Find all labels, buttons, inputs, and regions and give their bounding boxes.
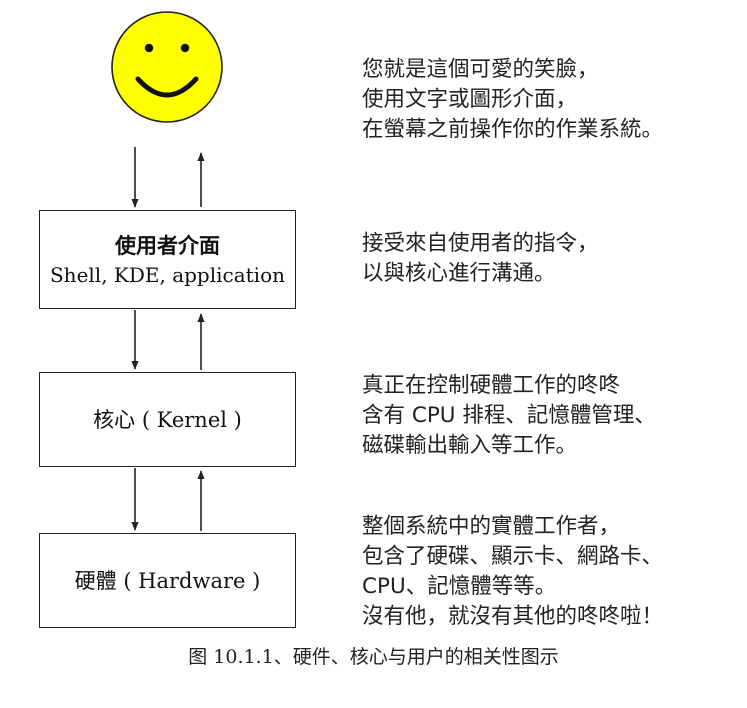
- description-line: 接受來自使用者的指令，: [362, 231, 599, 256]
- smiley-face-icon: [111, 11, 223, 123]
- user-interface-description: 接受來自使用者的指令， 以與核心進行溝通。: [362, 229, 599, 289]
- user-interface-title: 使用者介面: [115, 233, 220, 258]
- hardware-label: 硬體 ( Hardware ): [74, 568, 261, 593]
- description-line: 您就是這個可愛的笑臉，: [362, 57, 599, 82]
- user-interface-box: 使用者介面 Shell, KDE, application: [39, 210, 296, 309]
- description-line: 使用文字或圖形介面，: [362, 87, 578, 112]
- kernel-box: 核心 ( Kernel ): [39, 372, 296, 467]
- description-line: CPU、記憶體等等。: [362, 574, 557, 599]
- description-line: 真正在控制硬體工作的咚咚: [362, 373, 621, 398]
- kernel-label: 核心 ( Kernel ): [93, 407, 242, 432]
- description-line: 在螢幕之前操作你的作業系統。: [362, 117, 664, 142]
- user-interface-subtitle: Shell, KDE, application: [49, 262, 286, 287]
- description-line: 含有 CPU 排程、記憶體管理、: [362, 403, 656, 428]
- kernel-description: 真正在控制硬體工作的咚咚 含有 CPU 排程、記憶體管理、 磁碟輸出輸入等工作。: [362, 371, 656, 461]
- description-line: 以與核心進行溝通。: [362, 261, 556, 286]
- user-description: 您就是這個可愛的笑臉， 使用文字或圖形介面， 在螢幕之前操作你的作業系統。: [362, 55, 663, 145]
- description-line: 整個系統中的實體工作者，: [362, 514, 621, 539]
- description-line: 磁碟輸出輸入等工作。: [362, 433, 578, 458]
- description-line: 包含了硬碟、顯示卡、網路卡、: [362, 544, 664, 569]
- layer-diagram: [111, 11, 223, 531]
- hardware-box: 硬體 ( Hardware ): [39, 533, 296, 628]
- description-line: 沒有他，就沒有其他的咚咚啦！: [362, 604, 664, 629]
- hardware-description: 整個系統中的實體工作者， 包含了硬碟、顯示卡、網路卡、 CPU、記憶體等等。 沒…: [362, 512, 663, 632]
- figure-caption: 图 10.1.1、硬件、核心与用户的相关性图示: [188, 646, 559, 668]
